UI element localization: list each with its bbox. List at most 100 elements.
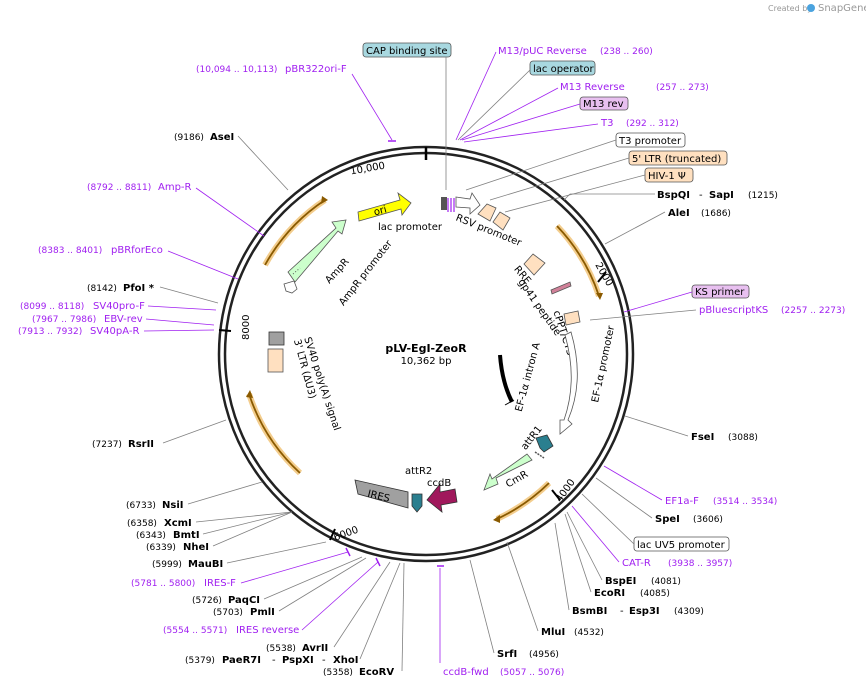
lacuv5-label: lac UV5 promoter — [637, 540, 726, 551]
rsrii-label: RsrII — [128, 439, 154, 450]
ebvrev-pos: (7967 .. 7986) — [32, 315, 96, 325]
lac-operator-box — [529, 60, 596, 76]
fsei-pos: (3088) — [728, 433, 758, 443]
avrii-pos: (5538) — [266, 644, 296, 654]
bsmbi-leader — [554, 522, 570, 611]
ef1a-promoter-feature — [559, 331, 578, 435]
snapgene-logo-icon — [807, 4, 815, 12]
nsii-pos: (6733) — [126, 501, 156, 511]
pbrfor-pos: (8383 .. 8401) — [38, 246, 102, 256]
iresrev-label: IRES reverse — [236, 625, 299, 636]
iresrev-leader — [301, 561, 379, 631]
catr-label: CAT-R — [622, 558, 651, 569]
t3-label: T3 — [600, 118, 613, 129]
m13rev-box-label: M13 rev — [583, 99, 624, 110]
rre-feature — [523, 253, 546, 276]
nhei-label: NheI — [183, 542, 209, 553]
bspqi-pos: (1215) — [748, 191, 778, 201]
ltr3-feature — [267, 348, 284, 373]
t3-promoter-feature — [455, 192, 481, 215]
bsmbi-pos: (4309) — [674, 607, 704, 617]
plasmid-name: pLV-EgI-ZeoR — [385, 342, 467, 355]
ecori-pos: (4085) — [640, 589, 670, 599]
pfoi-label: PfoI * — [123, 283, 155, 294]
pfoi-leader — [159, 286, 219, 304]
sv40-polya-feature — [268, 331, 285, 346]
attr1-tail — [534, 451, 545, 459]
srfi-label: SrfI — [497, 649, 517, 660]
xhoi-leader — [359, 562, 401, 660]
iresf-leader — [240, 551, 349, 584]
sapi-label: SapI — [709, 190, 734, 201]
m13puc-pos: (238 .. 260) — [600, 47, 653, 57]
spei-leader — [595, 477, 653, 519]
xhoi-label: XhoI — [333, 655, 358, 666]
lac-promoter-label: lac promoter — [378, 222, 443, 233]
pbks-pos: (2257 .. 2273) — [781, 306, 845, 316]
xcmi-pos: (6358) — [127, 519, 157, 529]
tick-label-10000: 10,000 — [350, 161, 386, 178]
paqci-pos: (5726) — [192, 596, 222, 606]
tick-4000 — [551, 489, 561, 501]
ltr5-leader — [489, 157, 630, 201]
ampr-primer-pos: (8792 .. 8811) — [87, 183, 151, 193]
gp41-label: gp41 peptide — [515, 277, 562, 338]
ecorv-label: EcoRV — [359, 667, 394, 678]
ori-label: ori — [373, 204, 388, 218]
m13rev-leader — [459, 87, 559, 141]
pbr322-label: pBR322ori-F — [285, 64, 347, 75]
tick-2000 — [597, 271, 607, 283]
sv40par-leader — [143, 329, 215, 332]
xcmi-label: XcmI — [164, 518, 192, 529]
srfi-leader — [469, 559, 495, 654]
orf-arrowheads — [246, 196, 603, 523]
sv40prof-label: SV40pro-F — [93, 301, 145, 312]
svg-text:-: - — [272, 655, 276, 666]
ccdb-label: ccdB — [427, 478, 451, 489]
bmti-pos: (6343) — [136, 531, 166, 541]
pmli-label: PmlI — [250, 607, 275, 618]
ltr5-label: 5' LTR (truncated) — [632, 154, 721, 165]
mlui-pos: (4532) — [574, 628, 604, 638]
t3-promoter-leader — [465, 139, 617, 191]
attr1-feature — [535, 434, 554, 453]
mlui-label: MluI — [541, 627, 565, 638]
bsmbi-label: BsmBI — [572, 606, 607, 617]
credit-created-by: Created by — [768, 4, 812, 13]
m13rev-label: M13 Reverse — [560, 82, 625, 93]
tick-6000 — [329, 528, 336, 541]
sv40par-pos: (7913 .. 7932) — [18, 327, 82, 337]
t3-promoter-label: T3 promoter — [618, 136, 682, 147]
lac-operator-label: lac operator — [533, 64, 594, 75]
maubi-pos: (5999) — [152, 560, 182, 570]
maubi-label: MauBI — [188, 559, 223, 570]
ef1af-leader — [603, 465, 663, 501]
ef1af-label: EF1a-F — [665, 496, 699, 507]
catr-leader — [571, 505, 620, 563]
t3-leader — [463, 123, 599, 143]
fsei-label: FseI — [691, 432, 714, 443]
bspei-leader — [566, 511, 603, 581]
hiv-psi-feature — [492, 211, 511, 231]
fsei-leader — [624, 415, 689, 437]
ef1a-intron-end — [504, 399, 515, 406]
rsrii-leader — [162, 419, 227, 444]
iresrev-pos: (5554 .. 5571) — [163, 626, 227, 636]
tick-label-6000: 6000 — [332, 525, 360, 544]
ecori-leader — [564, 513, 592, 593]
ori-feature — [357, 191, 412, 222]
ltr5-feature — [477, 203, 497, 222]
pbr322-leader — [351, 73, 393, 141]
pbrfor-leader — [167, 250, 239, 280]
credit-brand: SnapGene — [818, 3, 866, 14]
pmli-pos: (5703) — [213, 608, 243, 618]
cap-binding-label: CAP binding site — [366, 46, 448, 57]
cmr-feature — [483, 453, 533, 491]
ebvrev-leader — [145, 318, 215, 326]
pspxi-label: PspXI — [282, 655, 314, 666]
alei-pos: (1686) — [701, 209, 731, 219]
ccdbfwd-pos: (5057 .. 5076) — [500, 668, 564, 678]
mlui-leader — [506, 541, 539, 632]
attr2-label: attR2 — [405, 466, 432, 477]
